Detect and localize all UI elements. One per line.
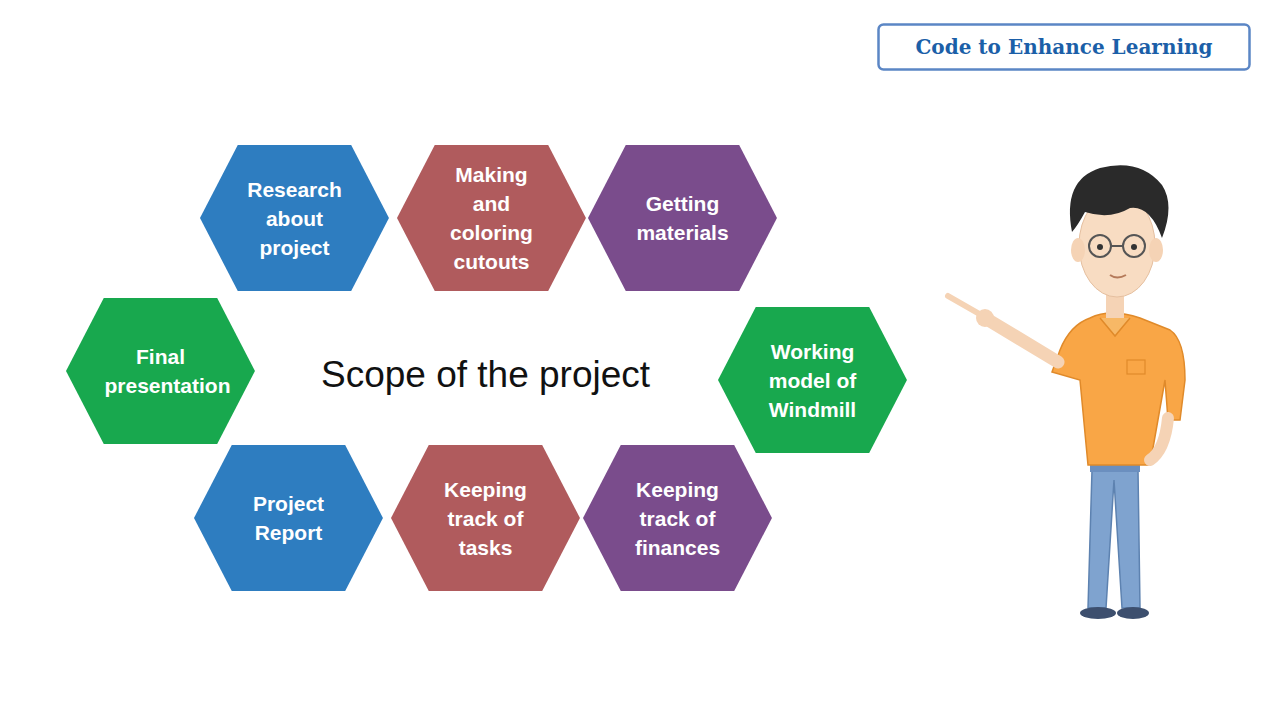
- scope-hexagon: Keeping track of finances: [583, 445, 772, 591]
- hexagon-shape: [66, 298, 255, 444]
- logo-text: Code to Enhance Learning: [915, 35, 1212, 59]
- scope-item-label: Working model of Windmill: [757, 337, 869, 424]
- logo-box: Code to Enhance Learning: [877, 23, 1251, 71]
- scope-item-label: Keeping track of finances: [622, 475, 734, 562]
- diagram-title: Scope of the project: [321, 354, 650, 396]
- scope-item-label: Final presentation: [105, 342, 217, 400]
- scope-hexagon: Final presentation: [66, 298, 255, 444]
- scope-item-label: Project Report: [233, 489, 345, 547]
- hexagon-shape: [194, 445, 383, 591]
- scope-hexagon: Getting materials: [588, 145, 777, 291]
- hexagon-shape: [588, 145, 777, 291]
- scope-item-label: Keeping track of tasks: [430, 475, 542, 562]
- scope-item-label: Making and coloring cutouts: [436, 160, 548, 276]
- scope-hexagon: Making and coloring cutouts: [397, 145, 586, 291]
- scope-item-label: Getting materials: [627, 189, 739, 247]
- scope-hexagon: Keeping track of tasks: [391, 445, 580, 591]
- scope-item-label: Research about project: [239, 175, 351, 262]
- scope-hexagon: Research about project: [200, 145, 389, 291]
- scope-hexagon: Working model of Windmill: [718, 307, 907, 453]
- scope-hexagon: Project Report: [194, 445, 383, 591]
